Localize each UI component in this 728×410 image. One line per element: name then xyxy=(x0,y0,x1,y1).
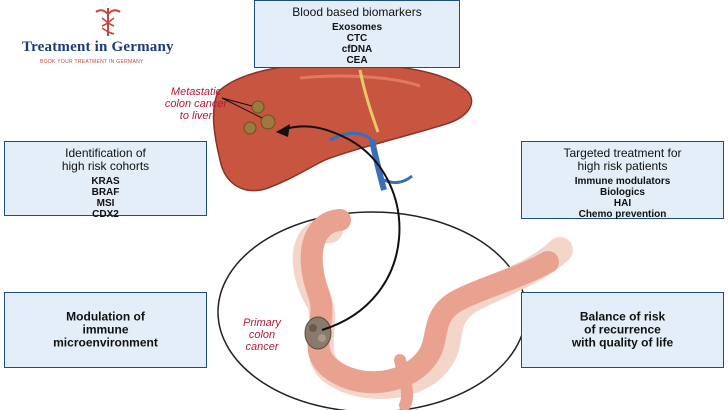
title-line: Identification of xyxy=(65,146,146,160)
arrow-head xyxy=(276,124,290,137)
list-item: CTC xyxy=(346,33,368,44)
text-line: Balance of risk xyxy=(579,309,666,324)
label-line: colon xyxy=(248,329,276,341)
blood-biomarkers-box: Blood based biomarkers Exosomes CTC cfDN… xyxy=(254,0,460,68)
list-item: Biologics xyxy=(599,187,645,198)
targeted-treatment-box: Targeted treatment for high risk patient… xyxy=(521,141,724,220)
title-line: high risk patients xyxy=(577,159,668,173)
portal-vein xyxy=(369,139,387,191)
blood-biomarkers-title: Blood based biomarkers xyxy=(292,5,422,19)
list-item: cfDNA xyxy=(341,44,373,55)
label-line: colon cancer xyxy=(164,98,228,110)
label-line: cancer xyxy=(245,341,279,353)
metastasis-1 xyxy=(251,100,265,114)
metastasis-2 xyxy=(260,114,276,130)
immune-modulation-text: Modulation of immune microenvironment xyxy=(5,309,206,350)
text-line: of recurrence xyxy=(584,322,661,337)
risk-balance-text: Balance of risk of recurrence with quali… xyxy=(522,309,723,350)
list-item: Exosomes xyxy=(331,22,383,33)
list-item: BRAF xyxy=(91,187,120,198)
title-line: high risk cohorts xyxy=(61,159,150,173)
risk-balance-box: Balance of risk of recurrence with quali… xyxy=(521,292,724,368)
primary-label: Primary colon cancer xyxy=(232,317,292,353)
list-item: MSI xyxy=(96,198,115,209)
ligament xyxy=(358,69,380,133)
metastasis-3 xyxy=(243,121,257,135)
logo: Treatment in Germany BOOK YOUR TREATMENT… xyxy=(22,6,222,66)
text-line: with quality of life xyxy=(571,335,674,350)
list-item: CDX2 xyxy=(92,209,119,220)
text-line: Modulation of xyxy=(66,309,145,324)
list-item: HAI xyxy=(613,198,632,209)
high-risk-cohorts-box: Identification of high risk cohorts KRAS… xyxy=(4,141,207,220)
label-line: to liver xyxy=(179,110,213,122)
high-risk-cohorts-title: Identification of high risk cohorts xyxy=(5,147,206,173)
colon xyxy=(300,209,559,394)
pointer-1 xyxy=(221,97,253,107)
pointer-2 xyxy=(221,97,263,119)
metastatic-label: Metastatic colon cancer to liver xyxy=(146,86,246,122)
label-line: Primary xyxy=(243,317,281,329)
liver-highlight xyxy=(299,74,421,88)
label-line: Metastatic xyxy=(170,86,222,98)
brand-name: Treatment in Germany xyxy=(22,39,174,55)
list-item: Immune modulators xyxy=(574,176,671,187)
text-line: immune xyxy=(82,322,129,337)
brand-tagline: BOOK YOUR TREATMENT IN GERMANY xyxy=(40,59,144,65)
targeted-treatment-title: Targeted treatment for high risk patient… xyxy=(522,147,723,173)
list-item: KRAS xyxy=(91,176,120,187)
immune-modulation-box: Modulation of immune microenvironment xyxy=(4,292,207,368)
caduceus-icon xyxy=(95,8,121,36)
colon-lower xyxy=(394,354,414,410)
spread-arrow xyxy=(281,125,401,331)
primary-tumor xyxy=(304,316,332,350)
targeted-treatment-list: Immune modulators Biologics HAI Chemo pr… xyxy=(522,176,723,220)
title-line: Targeted treatment for xyxy=(563,146,682,160)
text-line: microenvironment xyxy=(53,335,158,350)
blood-biomarkers-list: Exosomes CTC cfDNA CEA xyxy=(255,22,459,66)
list-item: CEA xyxy=(346,55,368,66)
list-item: Chemo prevention xyxy=(578,209,667,220)
high-risk-cohorts-list: KRAS BRAF MSI CDX2 xyxy=(5,176,206,220)
